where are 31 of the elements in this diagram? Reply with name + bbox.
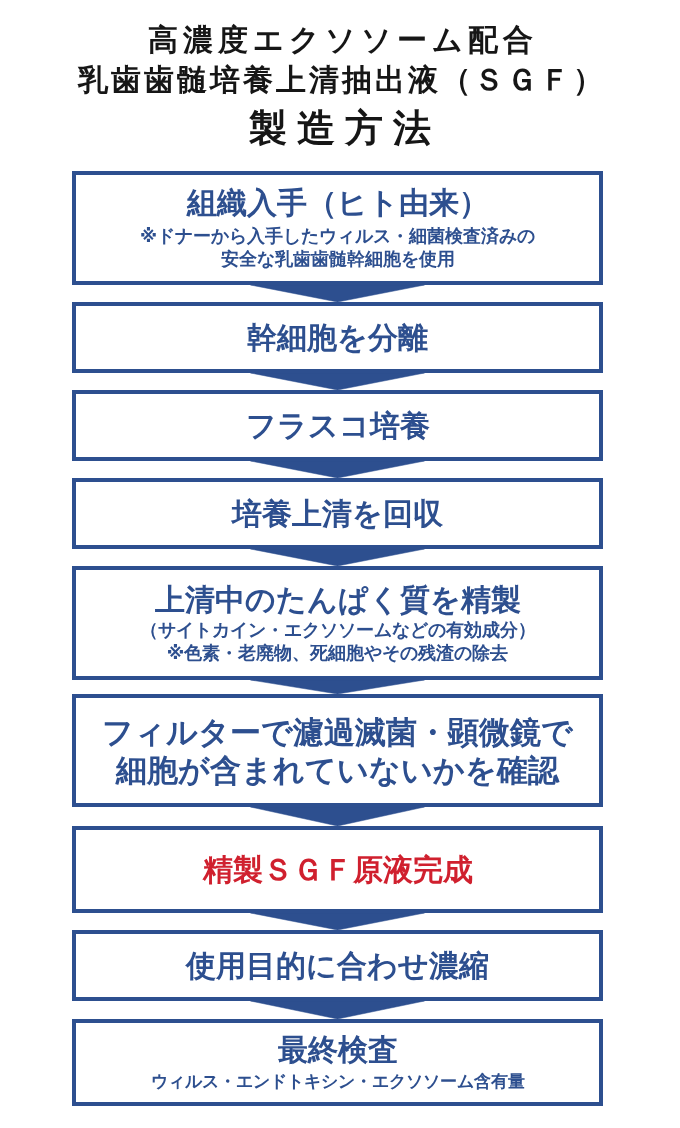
process-box <box>72 694 603 807</box>
step-heading: 幹細胞を分離 <box>247 319 428 356</box>
step-heading: フィルターで濾過滅菌・顕微鏡で細胞が含まれていないかを確認 <box>101 712 574 789</box>
step-heading: 最終検査 <box>277 1032 398 1068</box>
step-note: （サイトカイン・エクソソームなどの有効成分） <box>139 618 536 641</box>
flow-arrow <box>250 548 425 567</box>
step-heading: 上清中のたんぱく質を精製 <box>154 582 521 618</box>
title-heading: 高濃度エクソソーム配合乳歯歯髄培養上清抽出液（ＳＧＦ）製造方法 <box>76 21 607 152</box>
flow-arrow <box>250 460 425 479</box>
process-box <box>72 566 603 680</box>
step-heading: 培養上清を回収 <box>232 495 443 532</box>
flow-arrow <box>250 372 425 391</box>
step-heading: 組織入手（ヒト由来） <box>186 185 489 221</box>
step-heading: 使用目的に合わせ濃縮 <box>186 947 489 984</box>
flow-arrow <box>250 284 425 303</box>
step-heading: 精製ＳＧＦ原液完成 <box>202 851 473 888</box>
step-note: ウィルス・エンドトキシン・エクソソーム含有量 <box>150 1070 525 1093</box>
step-note: ※ドナーから入手したウィルス・細菌検査済みの安全な乳歯歯髄幹細胞を使用 <box>139 225 536 271</box>
step-note: ※色素・老廃物、死細胞やその残渣の除去 <box>166 641 509 664</box>
process-box <box>72 930 603 1001</box>
flow-arrow <box>250 1000 425 1020</box>
process-box <box>72 1019 603 1106</box>
process-box <box>72 826 603 913</box>
flow-arrow <box>250 806 425 827</box>
process-box <box>72 478 603 549</box>
process-box <box>72 390 603 461</box>
step-heading: フラスコ培養 <box>245 407 430 444</box>
flow-arrow <box>250 912 425 931</box>
flow-arrow <box>250 679 425 695</box>
process-box <box>72 302 603 373</box>
process-box <box>72 171 603 285</box>
